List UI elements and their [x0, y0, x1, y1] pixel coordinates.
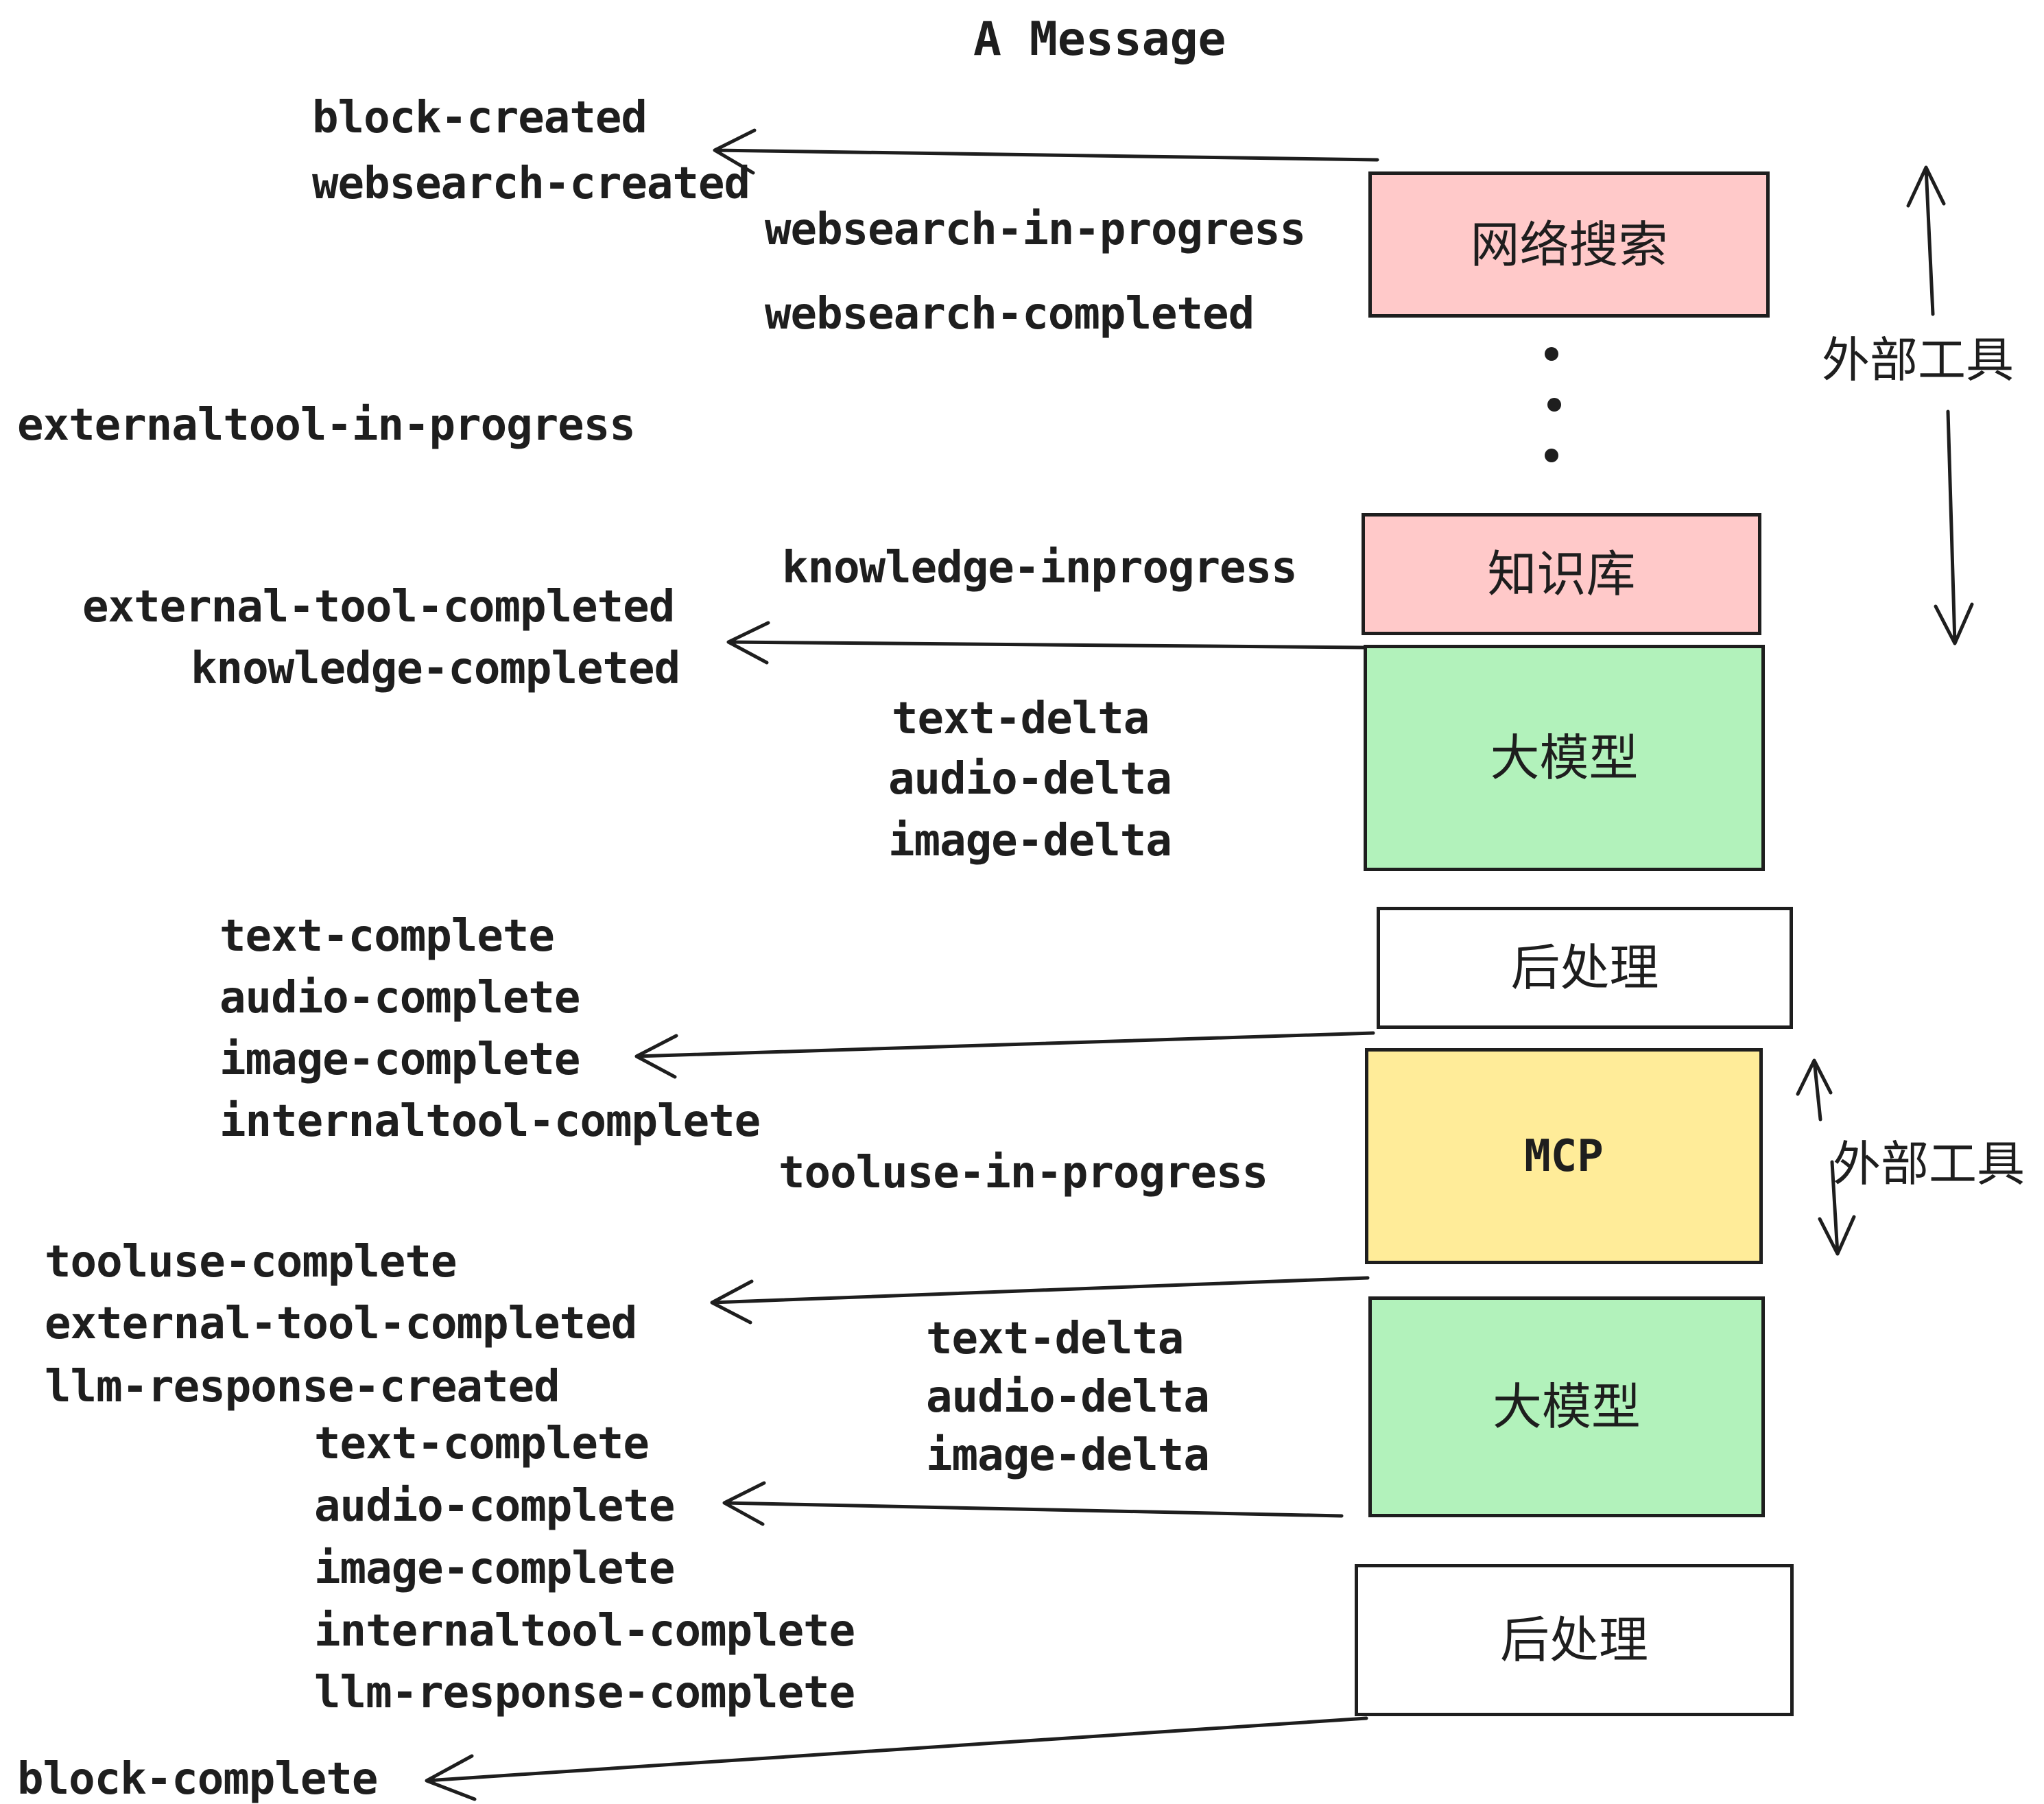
arrow-to-audio-complete [722, 1481, 1344, 1526]
box-websearch: 网络搜索 [1368, 171, 1770, 318]
external-tools-label-mcp: 外部工具 [1833, 1136, 2025, 1192]
arrow-to-image-complete [634, 1031, 1375, 1079]
box-websearch-label: 网络搜索 [1470, 215, 1668, 274]
event-image-complete-bottom: image-complete [314, 1543, 675, 1594]
event-tooluse-complete: tooluse-complete [45, 1237, 457, 1287]
event-internaltool-complete-top: internaltool-complete [219, 1096, 761, 1147]
box-llm-top-label: 大模型 [1490, 729, 1639, 787]
event-audio-delta-bottom: audio-delta [926, 1372, 1210, 1423]
diagram-title: A Message [973, 12, 1226, 67]
event-image-delta-top: image-delta [888, 816, 1172, 866]
external-tools-up-arrow-icon [1906, 165, 1946, 316]
box-post-top-label: 后处理 [1510, 939, 1659, 997]
event-knowledge-inprogress: knowledge-inprogress [782, 543, 1298, 593]
event-websearch-in-progress: websearch-in-progress [765, 204, 1306, 255]
arrow-to-block-complete [425, 1716, 1368, 1801]
box-llm-bottom-label: 大模型 [1492, 1378, 1641, 1436]
event-external-tool-completed-bottom: external-tool-completed [45, 1298, 637, 1349]
event-externaltool-in-progress: externaltool-in-progress [17, 400, 636, 451]
event-text-delta-bottom: text-delta [926, 1314, 1184, 1364]
event-websearch-completed: websearch-completed [765, 289, 1255, 340]
event-external-tool-completed-top: external-tool-completed [82, 582, 675, 632]
box-knowledge: 知识库 [1362, 513, 1761, 635]
event-llm-response-created: llm-response-created [45, 1362, 560, 1412]
event-block-created: block-created [312, 93, 647, 143]
event-tooluse-in-progress: tooluse-in-progress [779, 1148, 1268, 1198]
arrow-to-knowledge-completed [726, 621, 1367, 665]
box-post-bottom: 后处理 [1355, 1564, 1794, 1716]
mcp-up-arrow-icon [1796, 1058, 1833, 1121]
event-image-delta-bottom: image-delta [926, 1430, 1210, 1481]
event-internaltool-complete-bottom: internaltool-complete [314, 1606, 855, 1657]
vertical-ellipsis-dots [1545, 347, 1561, 462]
external-tools-label-top: 外部工具 [1822, 332, 2014, 388]
event-text-delta-top: text-delta [892, 693, 1150, 744]
box-llm-top: 大模型 [1364, 645, 1765, 871]
box-mcp: MCP [1365, 1048, 1763, 1264]
box-post-bottom-label: 后处理 [1499, 1611, 1648, 1669]
arrow-to-block-created [713, 128, 1379, 175]
event-audio-complete-top: audio-complete [219, 973, 580, 1023]
box-mcp-label: MCP [1524, 1130, 1604, 1182]
event-text-complete-bottom: text-complete [314, 1419, 650, 1469]
event-llm-response-complete: llm-response-complete [314, 1667, 855, 1718]
external-tools-down-arrow-icon [1934, 410, 1974, 645]
event-knowledge-completed: knowledge-completed [191, 643, 680, 694]
event-audio-complete-bottom: audio-complete [314, 1481, 675, 1532]
event-image-complete-top: image-complete [219, 1034, 580, 1085]
event-audio-delta-top: audio-delta [888, 754, 1172, 805]
box-post-top: 后处理 [1377, 907, 1793, 1029]
event-text-complete-top: text-complete [219, 911, 555, 962]
event-block-complete: block-complete [17, 1754, 378, 1804]
box-llm-bottom: 大模型 [1368, 1296, 1765, 1517]
box-knowledge-label: 知识库 [1487, 545, 1636, 603]
event-websearch-created: websearch-created [312, 158, 750, 209]
